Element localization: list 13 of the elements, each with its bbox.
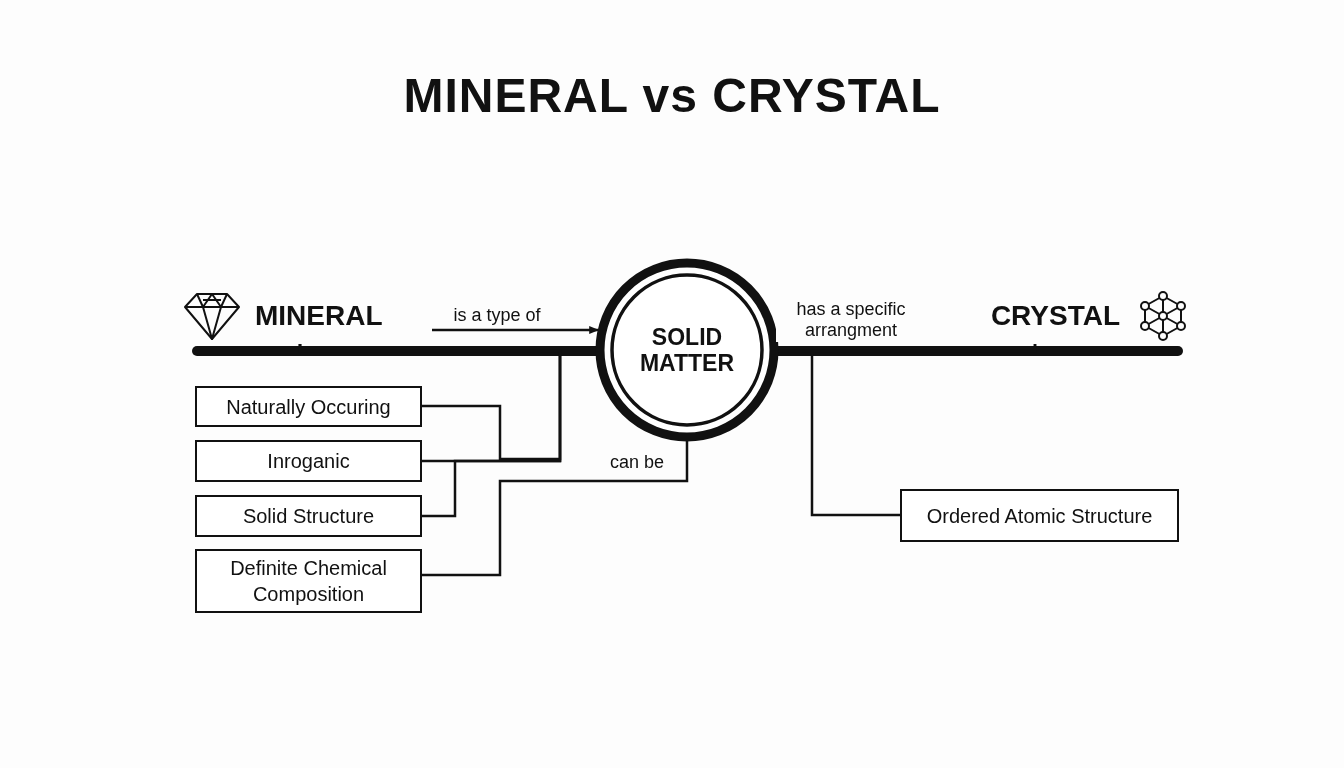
heading-label: CRYSTAL — [990, 300, 1120, 332]
connector-line — [298, 344, 562, 518]
attribute-box: Definite Chemical Composition — [195, 549, 422, 613]
heading-label: MINERAL — [255, 300, 383, 332]
arrow — [432, 326, 600, 334]
connector-line — [810, 344, 1037, 517]
attribute-box: Solid Structure — [195, 495, 422, 537]
attribute-box: Ordered Atomic Structure — [900, 489, 1179, 542]
connector-line — [422, 441, 689, 577]
node-label: SOLID MATTER — [638, 323, 736, 377]
title: MINERAL vs CRYSTAL — [402, 68, 942, 123]
attribute-box: Inroganic — [195, 440, 422, 482]
attribute-box: Naturally Occuring — [195, 386, 422, 427]
